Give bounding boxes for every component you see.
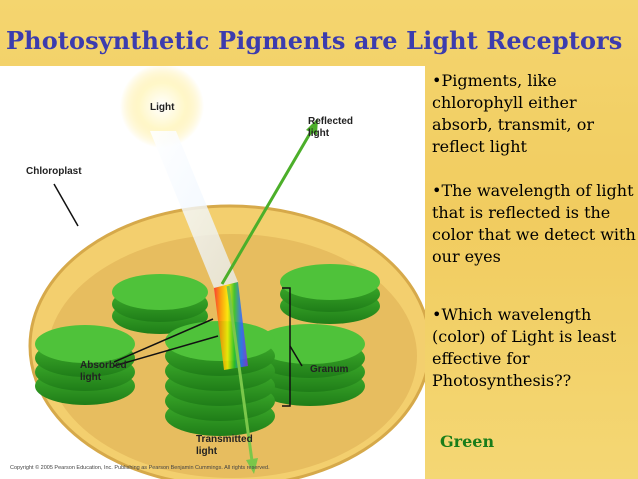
granum-pointer (289, 345, 303, 367)
slide-title: Photosynthetic Pigments are Light Recept… (6, 26, 623, 55)
transmitted-arrow (226, 285, 254, 462)
granum-stack (35, 325, 135, 405)
label-reflected-light: Reflected light (308, 116, 354, 139)
chloroplast-figure: Light Reflected light Chloroplast Absorb… (0, 66, 425, 479)
copyright-text: Copyright © 2005 Pearson Education, Inc.… (10, 465, 270, 471)
bullet-item: •Pigments, like chlorophyll either absor… (432, 71, 594, 156)
bullet-item: •Which wavelength (color) of Light is le… (432, 305, 617, 390)
transmitted-arrowhead (246, 458, 258, 474)
granum-stack (112, 274, 208, 334)
label-granum: Granum (310, 364, 349, 375)
chloroplast-diagram (28, 66, 425, 479)
granum-stack (255, 324, 365, 406)
chloroplast-pointer (53, 183, 79, 227)
label-transmitted-light: Transmitted light (196, 434, 253, 457)
reflected-arrowhead (306, 118, 318, 135)
granum-stack (165, 321, 275, 436)
light-source (120, 66, 204, 148)
label-chloroplast: Chloroplast (26, 166, 82, 177)
label-light: Light (150, 102, 175, 113)
answer-text: Green (440, 432, 495, 451)
absorbed-pointer (113, 318, 214, 363)
absorbed-pointer (113, 335, 219, 367)
reflected-arrow (220, 129, 314, 285)
granum-stack (280, 264, 380, 324)
spectrum-band (214, 282, 248, 370)
label-absorbed-light: Absorbed light (80, 360, 127, 383)
bullet-item: •The wavelength of light that is reflect… (432, 181, 636, 266)
light-beam (150, 131, 238, 288)
